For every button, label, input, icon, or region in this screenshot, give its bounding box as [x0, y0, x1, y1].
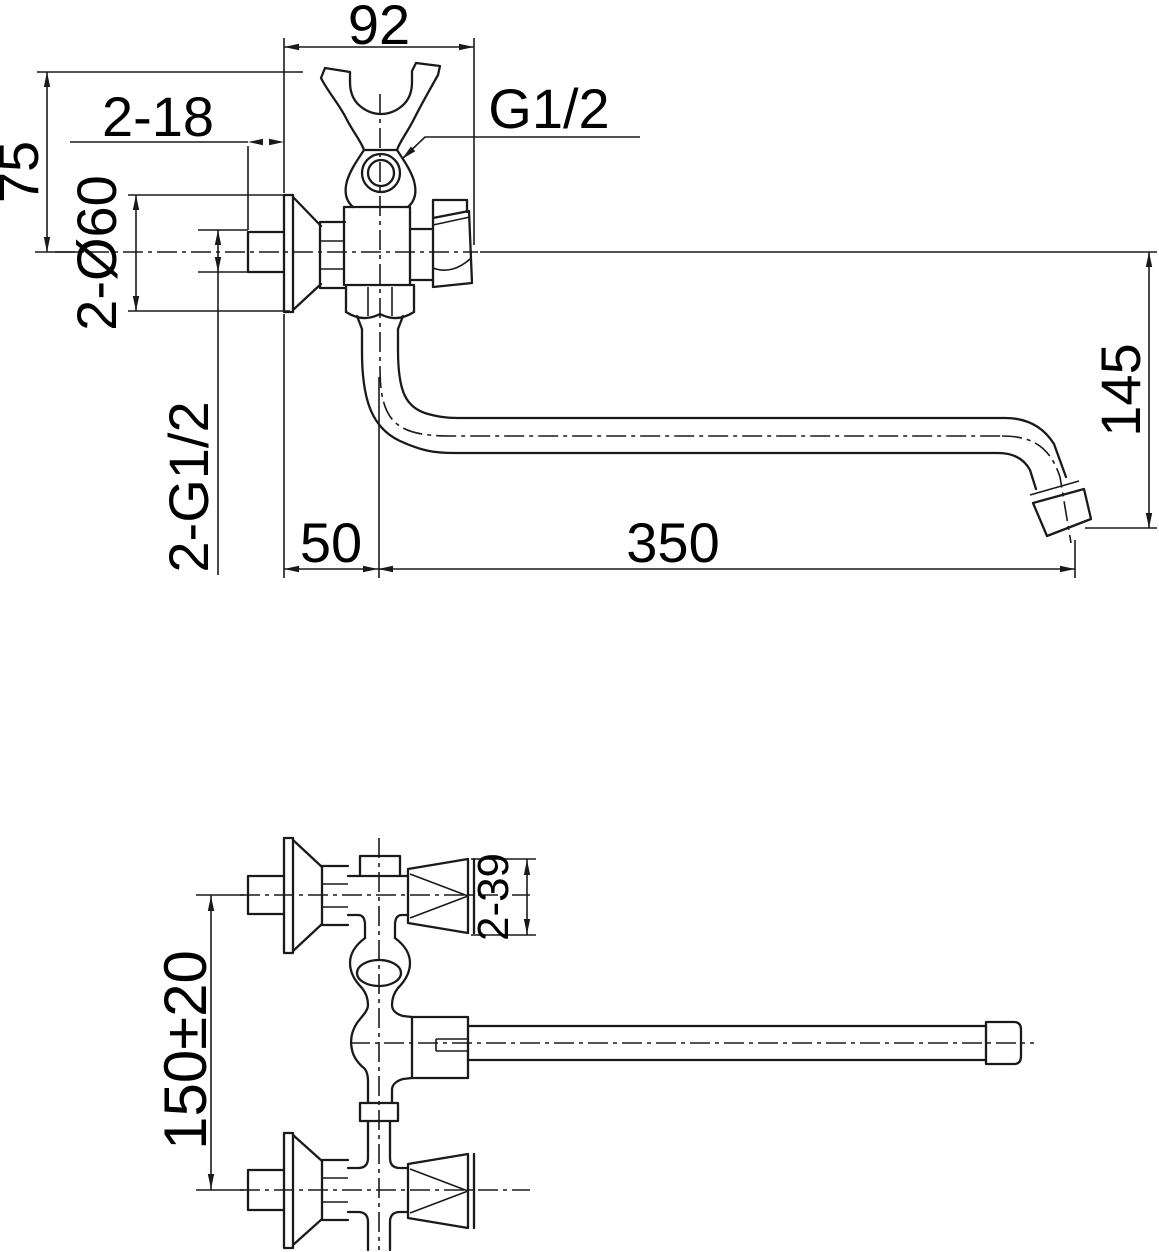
dim-75-label: 75: [0, 141, 50, 203]
valve-body: [342, 205, 416, 331]
dim-145-label: 145: [1089, 343, 1152, 436]
dim-92-label: 92: [348, 0, 410, 56]
dim-2-39-label: 2-39: [469, 853, 518, 941]
plan-lower-inlet: [246, 1131, 350, 1250]
plan-lower-handle: [406, 1152, 476, 1230]
dim-2-18: 2-18: [70, 85, 284, 230]
plan-body-collar: [346, 1101, 410, 1252]
wall-escutcheon: [282, 193, 323, 314]
plan-upper-handle: [406, 857, 476, 935]
inlet-stub: [246, 230, 286, 274]
plan-view: 150±20 2-39: [152, 836, 1034, 1252]
dim-2-g12: 2-G1/2: [157, 229, 248, 575]
inlet-nut: [318, 220, 347, 290]
dim-2-d60: 2-Ø60: [65, 175, 290, 331]
dim-150-20: 150±20: [152, 894, 244, 1191]
dim-350-label: 350: [626, 511, 719, 574]
dim-g12-label: G1/2: [488, 77, 609, 140]
plan-body-upper-tee: [346, 854, 410, 940]
handle-knob-side: [408, 198, 474, 289]
dim-50-350: 50 350: [283, 314, 1076, 578]
dim-2-39: 2-39: [469, 853, 536, 941]
plan-upper-inlet: [246, 836, 350, 955]
plan-spout: [410, 1015, 1023, 1080]
shower-hose-ring: [344, 148, 417, 209]
plan-body-middle: [348, 936, 414, 1105]
dim-g12-leader: G1/2: [401, 77, 640, 160]
spout-aerator: [1031, 487, 1093, 538]
front-centerlines: [55, 94, 1072, 544]
dim-145: 145: [480, 251, 1157, 529]
dim-2-d60-label: 2-Ø60: [65, 175, 128, 331]
dim-75: 75: [0, 71, 303, 253]
dim-150-20-label: 150±20: [152, 950, 219, 1150]
dim-2-g12-label: 2-G1/2: [157, 401, 220, 572]
shower-fork-holder: [319, 61, 442, 152]
front-view: 92 75 2-18 2-Ø60 G1/2: [0, 0, 1157, 578]
spout-tube: [360, 327, 1080, 496]
dim-50-label: 50: [300, 511, 362, 574]
dim-92: 92: [283, 0, 475, 245]
dim-2-18-label: 2-18: [102, 85, 214, 148]
plan-centerlines: [240, 838, 1034, 1250]
